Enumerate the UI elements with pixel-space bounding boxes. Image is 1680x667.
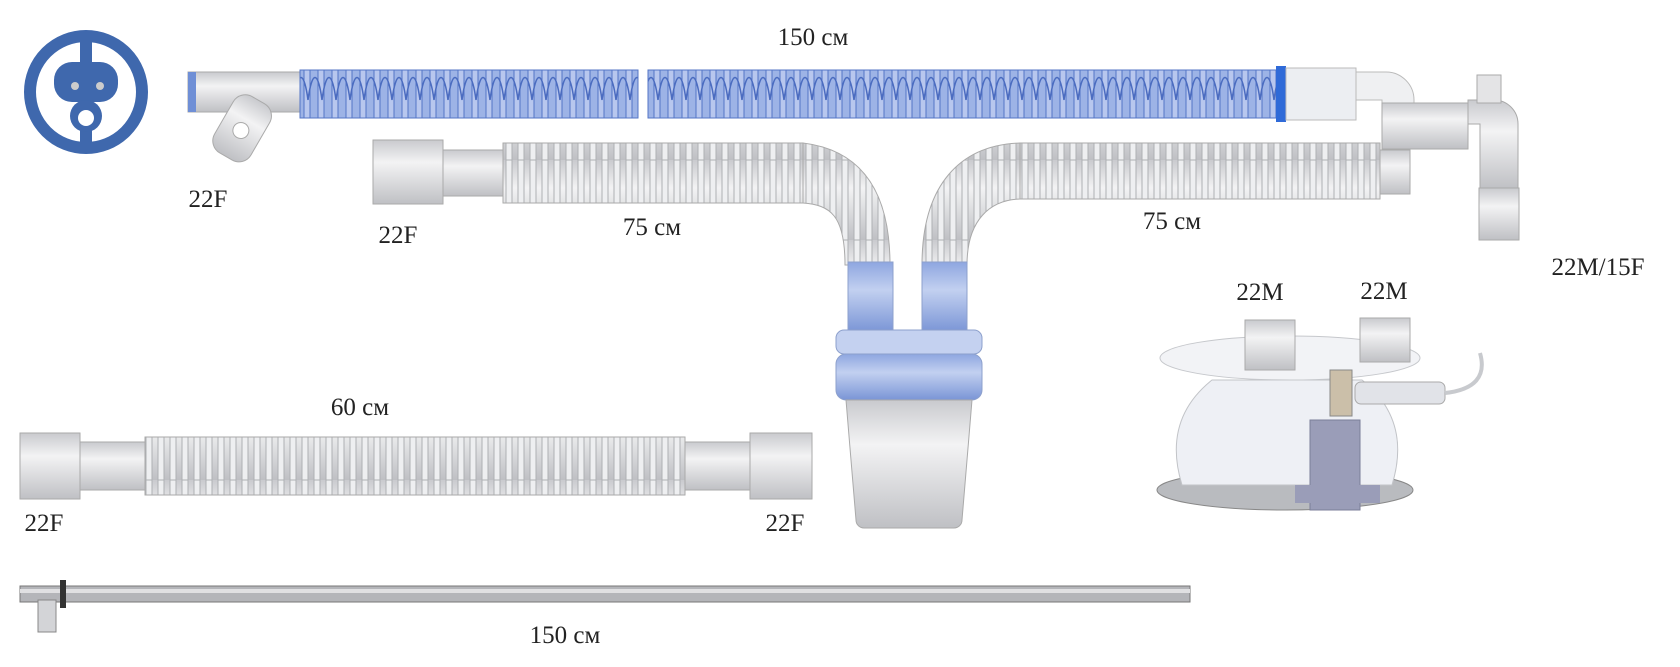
main-tube-length-label: 150 см bbox=[777, 24, 849, 51]
left-limb-port-label: 22F bbox=[378, 222, 418, 249]
right-limb-tube bbox=[921, 142, 1411, 266]
left-limb-length-label: 75 см bbox=[622, 214, 682, 241]
chamber-port-1-label: 22M bbox=[1236, 279, 1284, 306]
chamber-port-2-label: 22M bbox=[1360, 278, 1408, 305]
short-tube-left-port-label: 22F bbox=[24, 510, 64, 537]
patient-port-label: 22M/15F bbox=[1551, 254, 1645, 281]
right-limb-length-label: 75 см bbox=[1142, 208, 1202, 235]
short-tube-right-port-label: 22F bbox=[765, 510, 805, 537]
short-tube bbox=[19, 432, 813, 500]
humidifier-chamber bbox=[1156, 317, 1484, 511]
short-tube-length-label: 60 см bbox=[330, 394, 390, 421]
medical-logo-icon bbox=[24, 30, 148, 154]
top-left-port-label: 22F bbox=[188, 186, 228, 213]
water-trap bbox=[835, 261, 983, 529]
main-blue-tube bbox=[187, 66, 1520, 241]
left-limb-tube bbox=[372, 139, 891, 266]
sampling-line bbox=[19, 580, 1191, 633]
line-length-label: 150 см bbox=[529, 622, 601, 649]
